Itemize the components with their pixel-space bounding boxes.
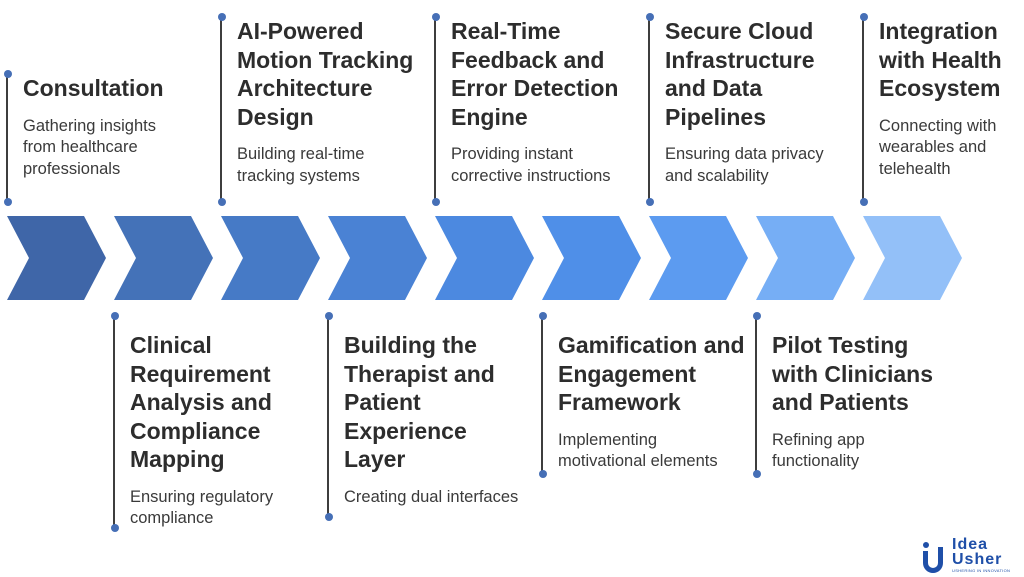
connector-dot-7-end: [646, 198, 654, 206]
step-description: Ensuring data privacy and scalability: [665, 145, 824, 185]
chevron-step-3: [221, 216, 320, 300]
connector-dot-5: [432, 13, 440, 21]
step-pilot-testing: Pilot Testing with Clinicians and Patien…: [772, 331, 1002, 473]
connector-dot-4: [325, 312, 333, 320]
step-description: Building real-time tracking systems: [237, 145, 365, 185]
connector-dot-8-end: [753, 470, 761, 478]
logo-word-usher: Usher: [952, 551, 1003, 568]
step-description: Implementing motivational elements: [558, 430, 718, 471]
chevron-step-2: [114, 216, 213, 300]
connector-line-3: [220, 17, 222, 202]
connector-dot-8: [753, 312, 761, 320]
connector-dot-1-end: [4, 198, 12, 206]
step-title: Secure Cloud Infrastructure and Data Pip…: [665, 18, 815, 130]
chevron-step-5: [435, 216, 534, 300]
connector-dot-3-end: [218, 198, 226, 206]
step-description: Ensuring regulatory compliance: [130, 487, 274, 528]
step-motion-tracking: AI-Powered Motion Tracking Architecture …: [237, 17, 467, 187]
logo-mark-icon: [923, 542, 943, 573]
step-title: Clinical Requirement Analysis and Compli…: [130, 332, 272, 472]
step-cloud-infrastructure: Secure Cloud Infrastructure and Data Pip…: [665, 17, 895, 187]
connector-line-4: [327, 316, 329, 516]
step-description: Refining app functionality: [772, 430, 865, 471]
step-feedback-engine: Real-Time Feedback and Error Detection E…: [451, 17, 681, 187]
step-title: Integration with Health Ecosystem: [879, 18, 1002, 101]
connector-line-6: [541, 316, 543, 473]
logo-tagline: USHERING IN INNOVATION: [952, 568, 1011, 573]
step-title: Consultation: [23, 75, 164, 101]
step-consultation: Consultation Gathering insights from hea…: [23, 74, 253, 180]
chevron-step-7: [649, 216, 748, 300]
connector-dot-2: [111, 312, 119, 320]
chevron-step-1: [7, 216, 106, 300]
connector-line-7: [648, 17, 650, 202]
connector-dot-6-end: [539, 470, 547, 478]
step-title: AI-Powered Motion Tracking Architecture …: [237, 18, 414, 130]
step-title: Pilot Testing with Clinicians and Patien…: [772, 332, 934, 415]
connector-line-1: [6, 74, 8, 202]
step-description: Gathering insights from healthcare profe…: [23, 116, 156, 178]
connector-dot-7: [646, 13, 654, 21]
chevron-step-9: [863, 216, 962, 300]
connector-dot-1: [4, 70, 12, 78]
connector-dot-4-end: [325, 513, 333, 521]
step-health-ecosystem: Integration with Health Ecosystem Connec…: [879, 17, 1019, 180]
connector-dot-2-end: [111, 524, 119, 532]
step-description: Connecting with wearables and telehealth: [879, 116, 997, 178]
connector-dot-9-end: [860, 198, 868, 206]
step-clinical-requirements: Clinical Requirement Analysis and Compli…: [130, 331, 360, 530]
connector-line-5: [434, 17, 436, 202]
connector-line-2: [113, 316, 115, 527]
step-title: Gamification and Engagement Framework: [558, 332, 745, 415]
idea-usher-logo: Idea Usher USHERING IN INNOVATION: [920, 535, 1020, 575]
step-experience-layer: Building the Therapist and Patient Exper…: [344, 331, 574, 508]
chevron-step-4: [328, 216, 427, 300]
chevron-step-8: [756, 216, 855, 300]
step-gamification: Gamification and Engagement Framework Im…: [558, 331, 788, 473]
connector-dot-9: [860, 13, 868, 21]
step-description: Providing instant corrective instruction…: [451, 145, 611, 185]
chevron-step-6: [542, 216, 641, 300]
connector-dot-5-end: [432, 198, 440, 206]
step-description: Creating dual interfaces: [344, 487, 519, 506]
connector-dot-6: [539, 312, 547, 320]
step-title: Building the Therapist and Patient Exper…: [344, 332, 495, 472]
connector-line-8: [755, 316, 757, 473]
step-title: Real-Time Feedback and Error Detection E…: [451, 18, 619, 130]
logo-word-idea: Idea: [952, 536, 989, 553]
connector-dot-3: [218, 13, 226, 21]
connector-line-9: [862, 17, 864, 202]
